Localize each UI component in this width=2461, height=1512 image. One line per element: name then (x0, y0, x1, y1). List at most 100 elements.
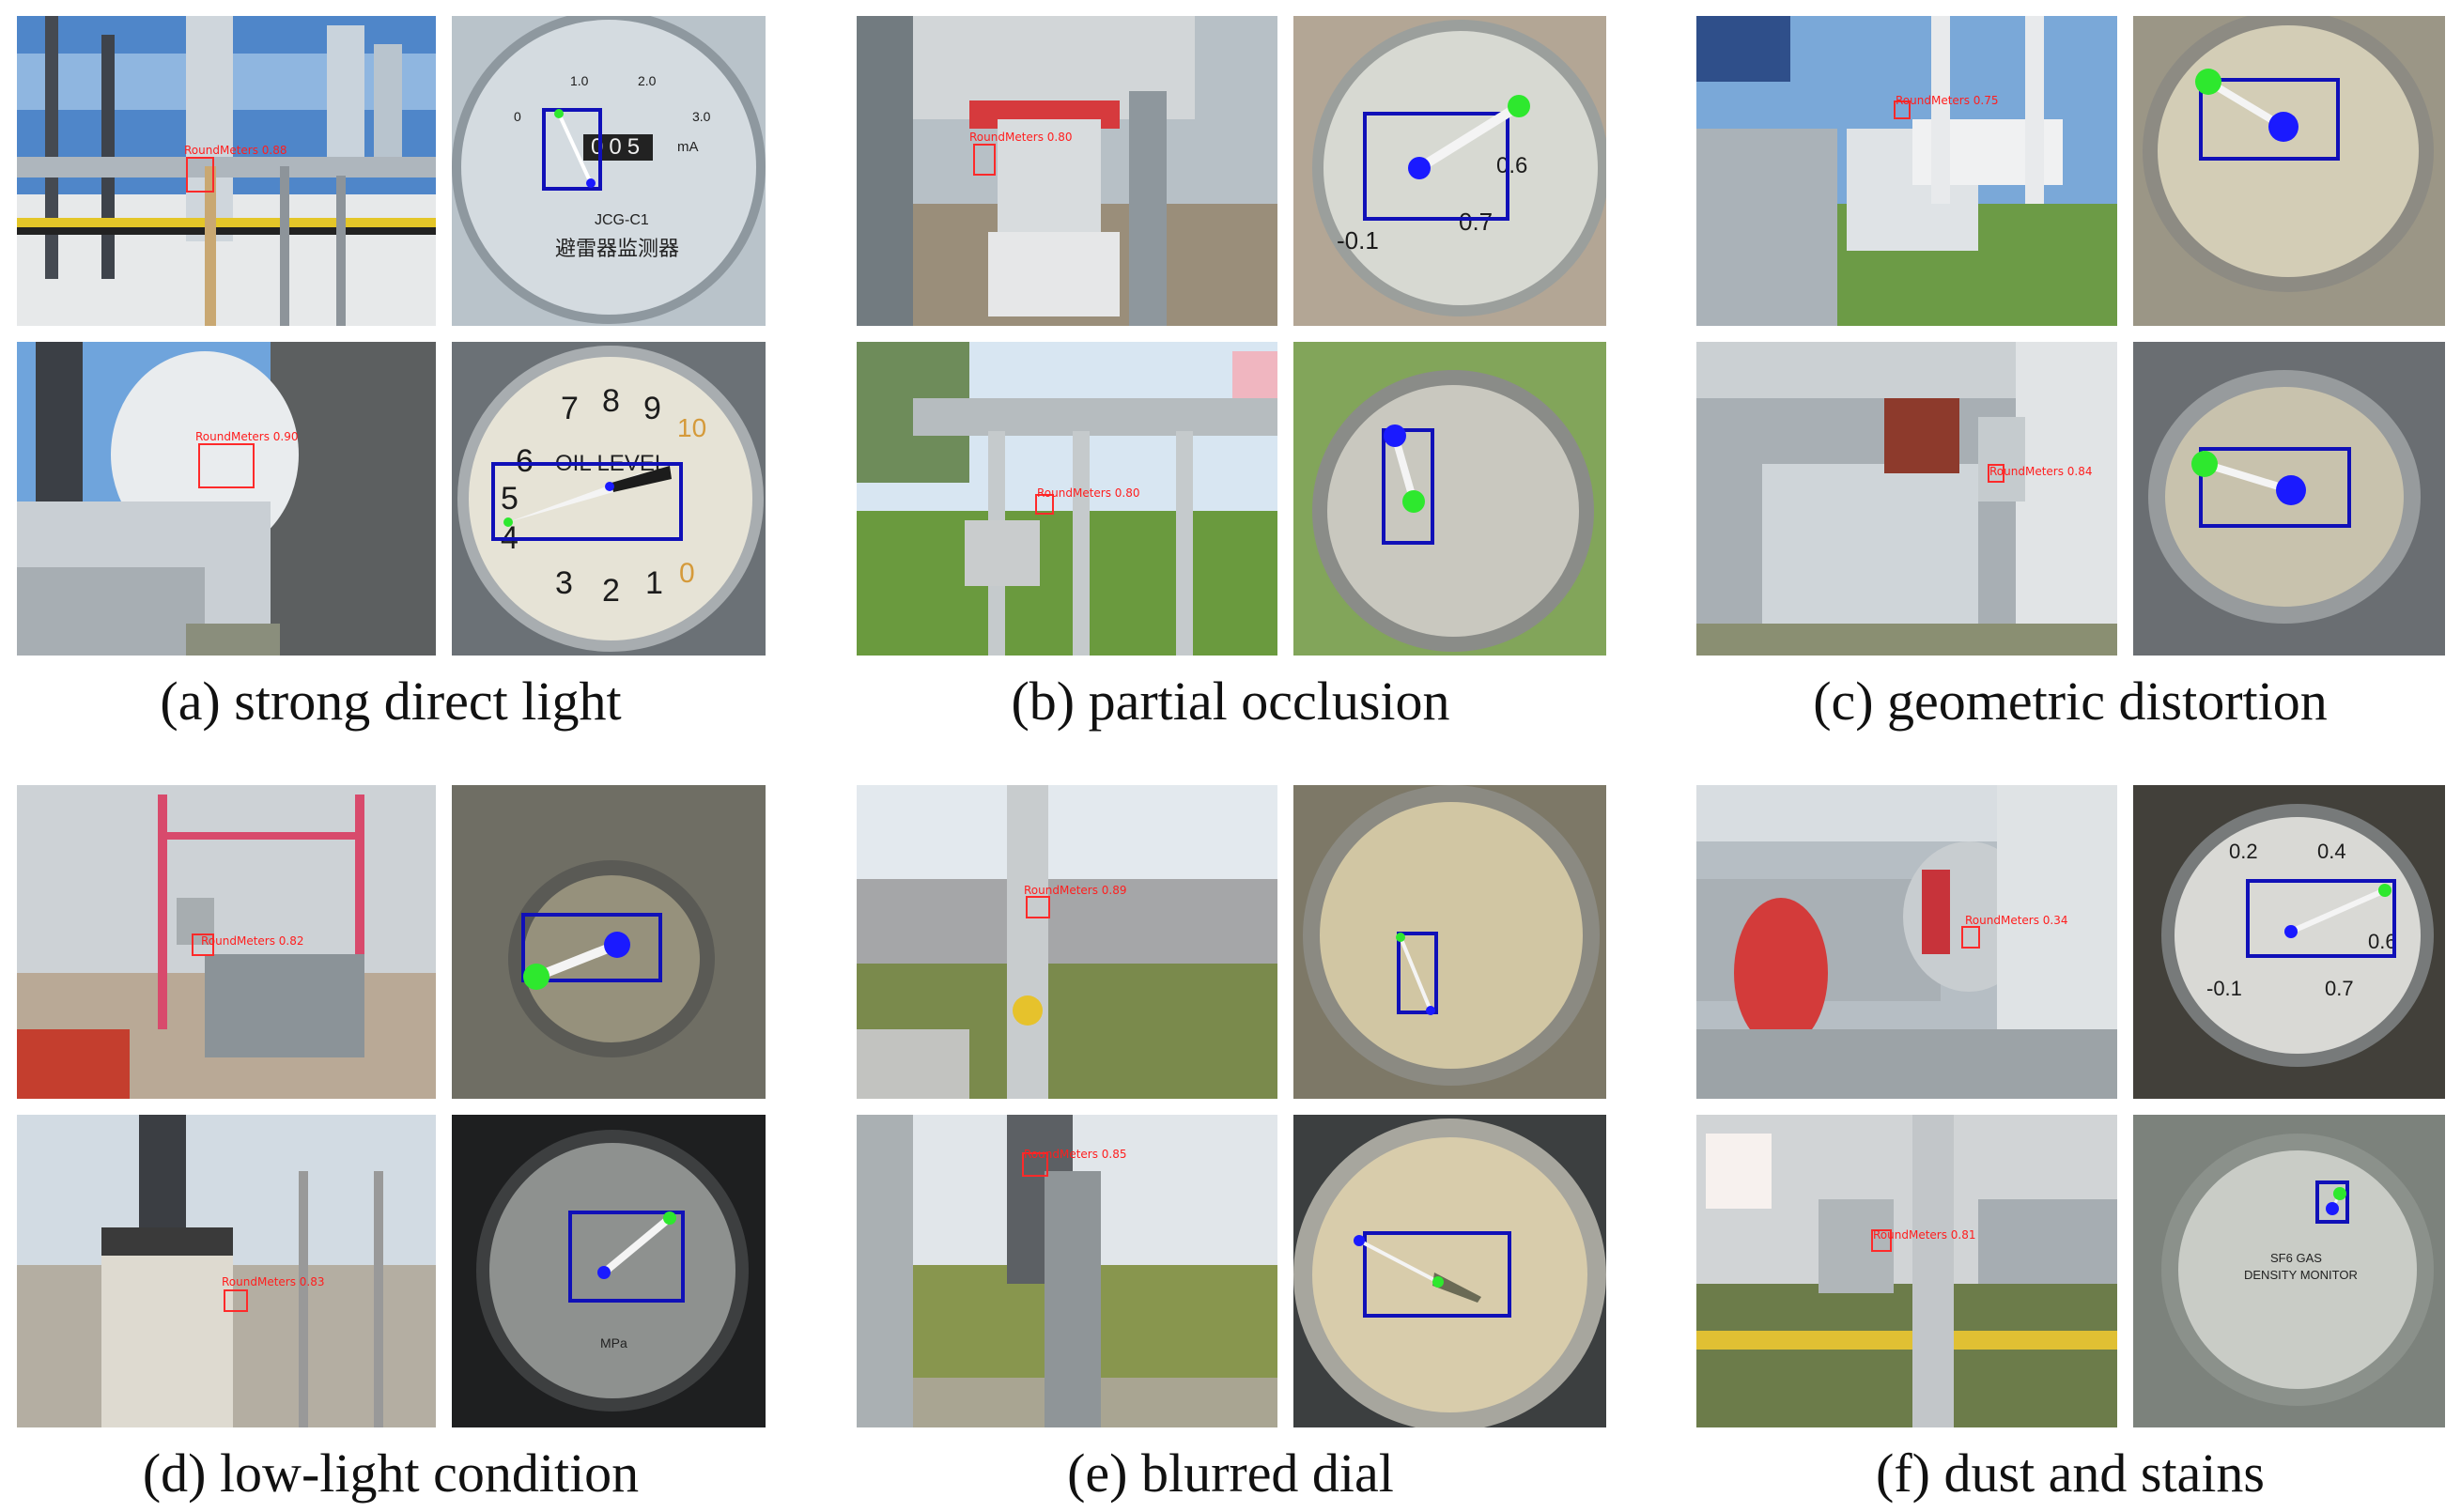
detection-label: RoundMeters 0.80 (1037, 486, 1140, 500)
scene-photo: RoundMeters 0.81 (1696, 1115, 2117, 1427)
meter-crop: MPa (452, 1115, 766, 1427)
density-label: DENSITY MONITOR (2244, 1268, 2358, 1282)
detection-box (1988, 464, 2004, 483)
caption-f: (f) dust and stains (1876, 1443, 2265, 1504)
substation-scene (1696, 785, 2117, 1099)
detection-box (1894, 100, 1911, 119)
scale-mark: 0.7 (2325, 977, 2354, 1000)
detection-box (224, 1289, 248, 1312)
dial-face (452, 16, 766, 324)
needle-keypoints (503, 466, 672, 527)
meter-crop: 0 1.0 2.0 3.0 005 mA JCG-C1 避雷器监测器 (452, 16, 766, 326)
oil-number: 3 (555, 565, 573, 601)
detection-label: RoundMeters 0.84 (1989, 465, 2093, 478)
counter-window: 005 (583, 134, 654, 161)
needle-keypoints (1384, 424, 1425, 513)
detection-box (1035, 494, 1054, 515)
detection-label: RoundMeters 0.90 (195, 430, 299, 443)
bbox (1397, 932, 1438, 1014)
dial-face (457, 346, 764, 652)
oil-number: 6 (516, 443, 534, 479)
detection-label: RoundMeters 0.85 (1024, 1148, 1127, 1161)
detection-box (186, 157, 214, 193)
meter-crop (452, 785, 766, 1099)
needle-keypoints (2195, 69, 2298, 142)
scene-photo: RoundMeters 0.90 (17, 342, 436, 656)
scale-mark: 0.6 (1496, 153, 1528, 178)
substation-scene (17, 16, 436, 326)
bbox (2246, 879, 2396, 958)
bbox (2199, 78, 2340, 161)
scale-mark: -0.1 (1337, 226, 1379, 255)
scene-photo: RoundMeters 0.85 (857, 1115, 1277, 1427)
unit-label: MPa (600, 1335, 627, 1350)
oil-number: 10 (677, 413, 707, 442)
meter-crop (1293, 1115, 1606, 1427)
meter-crop: -0.1 0.7 0.6 (1293, 16, 1606, 326)
needle-keypoints (523, 932, 630, 990)
needle-keypoints (1354, 1235, 1481, 1303)
scale-mark: 0.6 (2368, 930, 2397, 953)
meter-crop: 0.2 0.4 0.6 -0.1 0.7 (2133, 785, 2445, 1099)
oil-number: 0 (679, 558, 695, 589)
substation-scene (1696, 1115, 2117, 1427)
meter-name: 避雷器监测器 (555, 238, 680, 261)
scene-photo: RoundMeters 0.75 (1696, 16, 2117, 326)
substation-scene (857, 785, 1277, 1099)
detection-box (1026, 896, 1050, 918)
model-label: JCG-C1 (595, 212, 649, 228)
detection-box (192, 933, 214, 956)
detection-label: RoundMeters 0.34 (1965, 914, 2068, 927)
oil-number: 9 (643, 391, 661, 426)
meter-crop (2133, 342, 2445, 656)
detection-box (1022, 1152, 1048, 1177)
sf6-label: SF6 GAS (2270, 1251, 2322, 1265)
oil-number: 7 (561, 391, 579, 426)
scale-mark: 0.2 (2229, 840, 2258, 863)
bbox (2315, 1180, 2349, 1224)
needle-keypoints (1396, 933, 1435, 1015)
caption-e: (e) blurred dial (1067, 1443, 1394, 1504)
bbox (521, 913, 662, 982)
scale-mark: 0 (514, 109, 521, 124)
detection-label: RoundMeters 0.83 (222, 1275, 325, 1288)
substation-scene (857, 16, 1277, 326)
meter-crop (2133, 16, 2445, 326)
scale-mark: 3.0 (692, 109, 711, 124)
substation-scene (17, 785, 436, 1099)
meter-crop (1293, 342, 1606, 656)
detection-label: RoundMeters 0.75 (1896, 94, 1999, 107)
detection-label: RoundMeters 0.82 (201, 934, 304, 948)
bbox (1363, 1231, 1511, 1318)
caption-b: (b) partial occlusion (1011, 671, 1450, 732)
substation-scene (857, 342, 1277, 656)
needle-keypoints (2284, 884, 2391, 938)
bbox (2199, 447, 2351, 528)
scene-photo: RoundMeters 0.89 (857, 785, 1277, 1099)
caption-c: (c) geometric distortion (1813, 671, 2328, 732)
meter-crop: SF6 GAS DENSITY MONITOR (2133, 1115, 2445, 1427)
detection-label: RoundMeters 0.80 (969, 131, 1073, 144)
detection-box (198, 443, 255, 488)
bbox (568, 1211, 685, 1303)
needle-keypoints (2191, 451, 2306, 505)
scene-photo: RoundMeters 0.84 (1696, 342, 2117, 656)
needle-keypoints (597, 1211, 676, 1279)
detection-box (973, 144, 996, 176)
scale-mark: 2.0 (638, 73, 657, 88)
detection-label: RoundMeters 0.89 (1024, 884, 1127, 897)
substation-scene (857, 1115, 1277, 1427)
scene-photo: RoundMeters 0.80 (857, 342, 1277, 656)
needle-keypoints (554, 109, 596, 188)
scene-photo: RoundMeters 0.83 (17, 1115, 436, 1427)
bbox (491, 462, 683, 541)
bbox (1363, 112, 1509, 221)
scene-photo: RoundMeters 0.82 (17, 785, 436, 1099)
dial-face (2161, 804, 2434, 1067)
substation-scene (1696, 16, 2117, 326)
scene-photo: RoundMeters 0.88 (17, 16, 436, 326)
scale-mark: 0.4 (2317, 840, 2346, 863)
detection-box (1961, 926, 1980, 949)
unit-label: mA (677, 139, 699, 155)
oil-number: 8 (602, 383, 620, 419)
